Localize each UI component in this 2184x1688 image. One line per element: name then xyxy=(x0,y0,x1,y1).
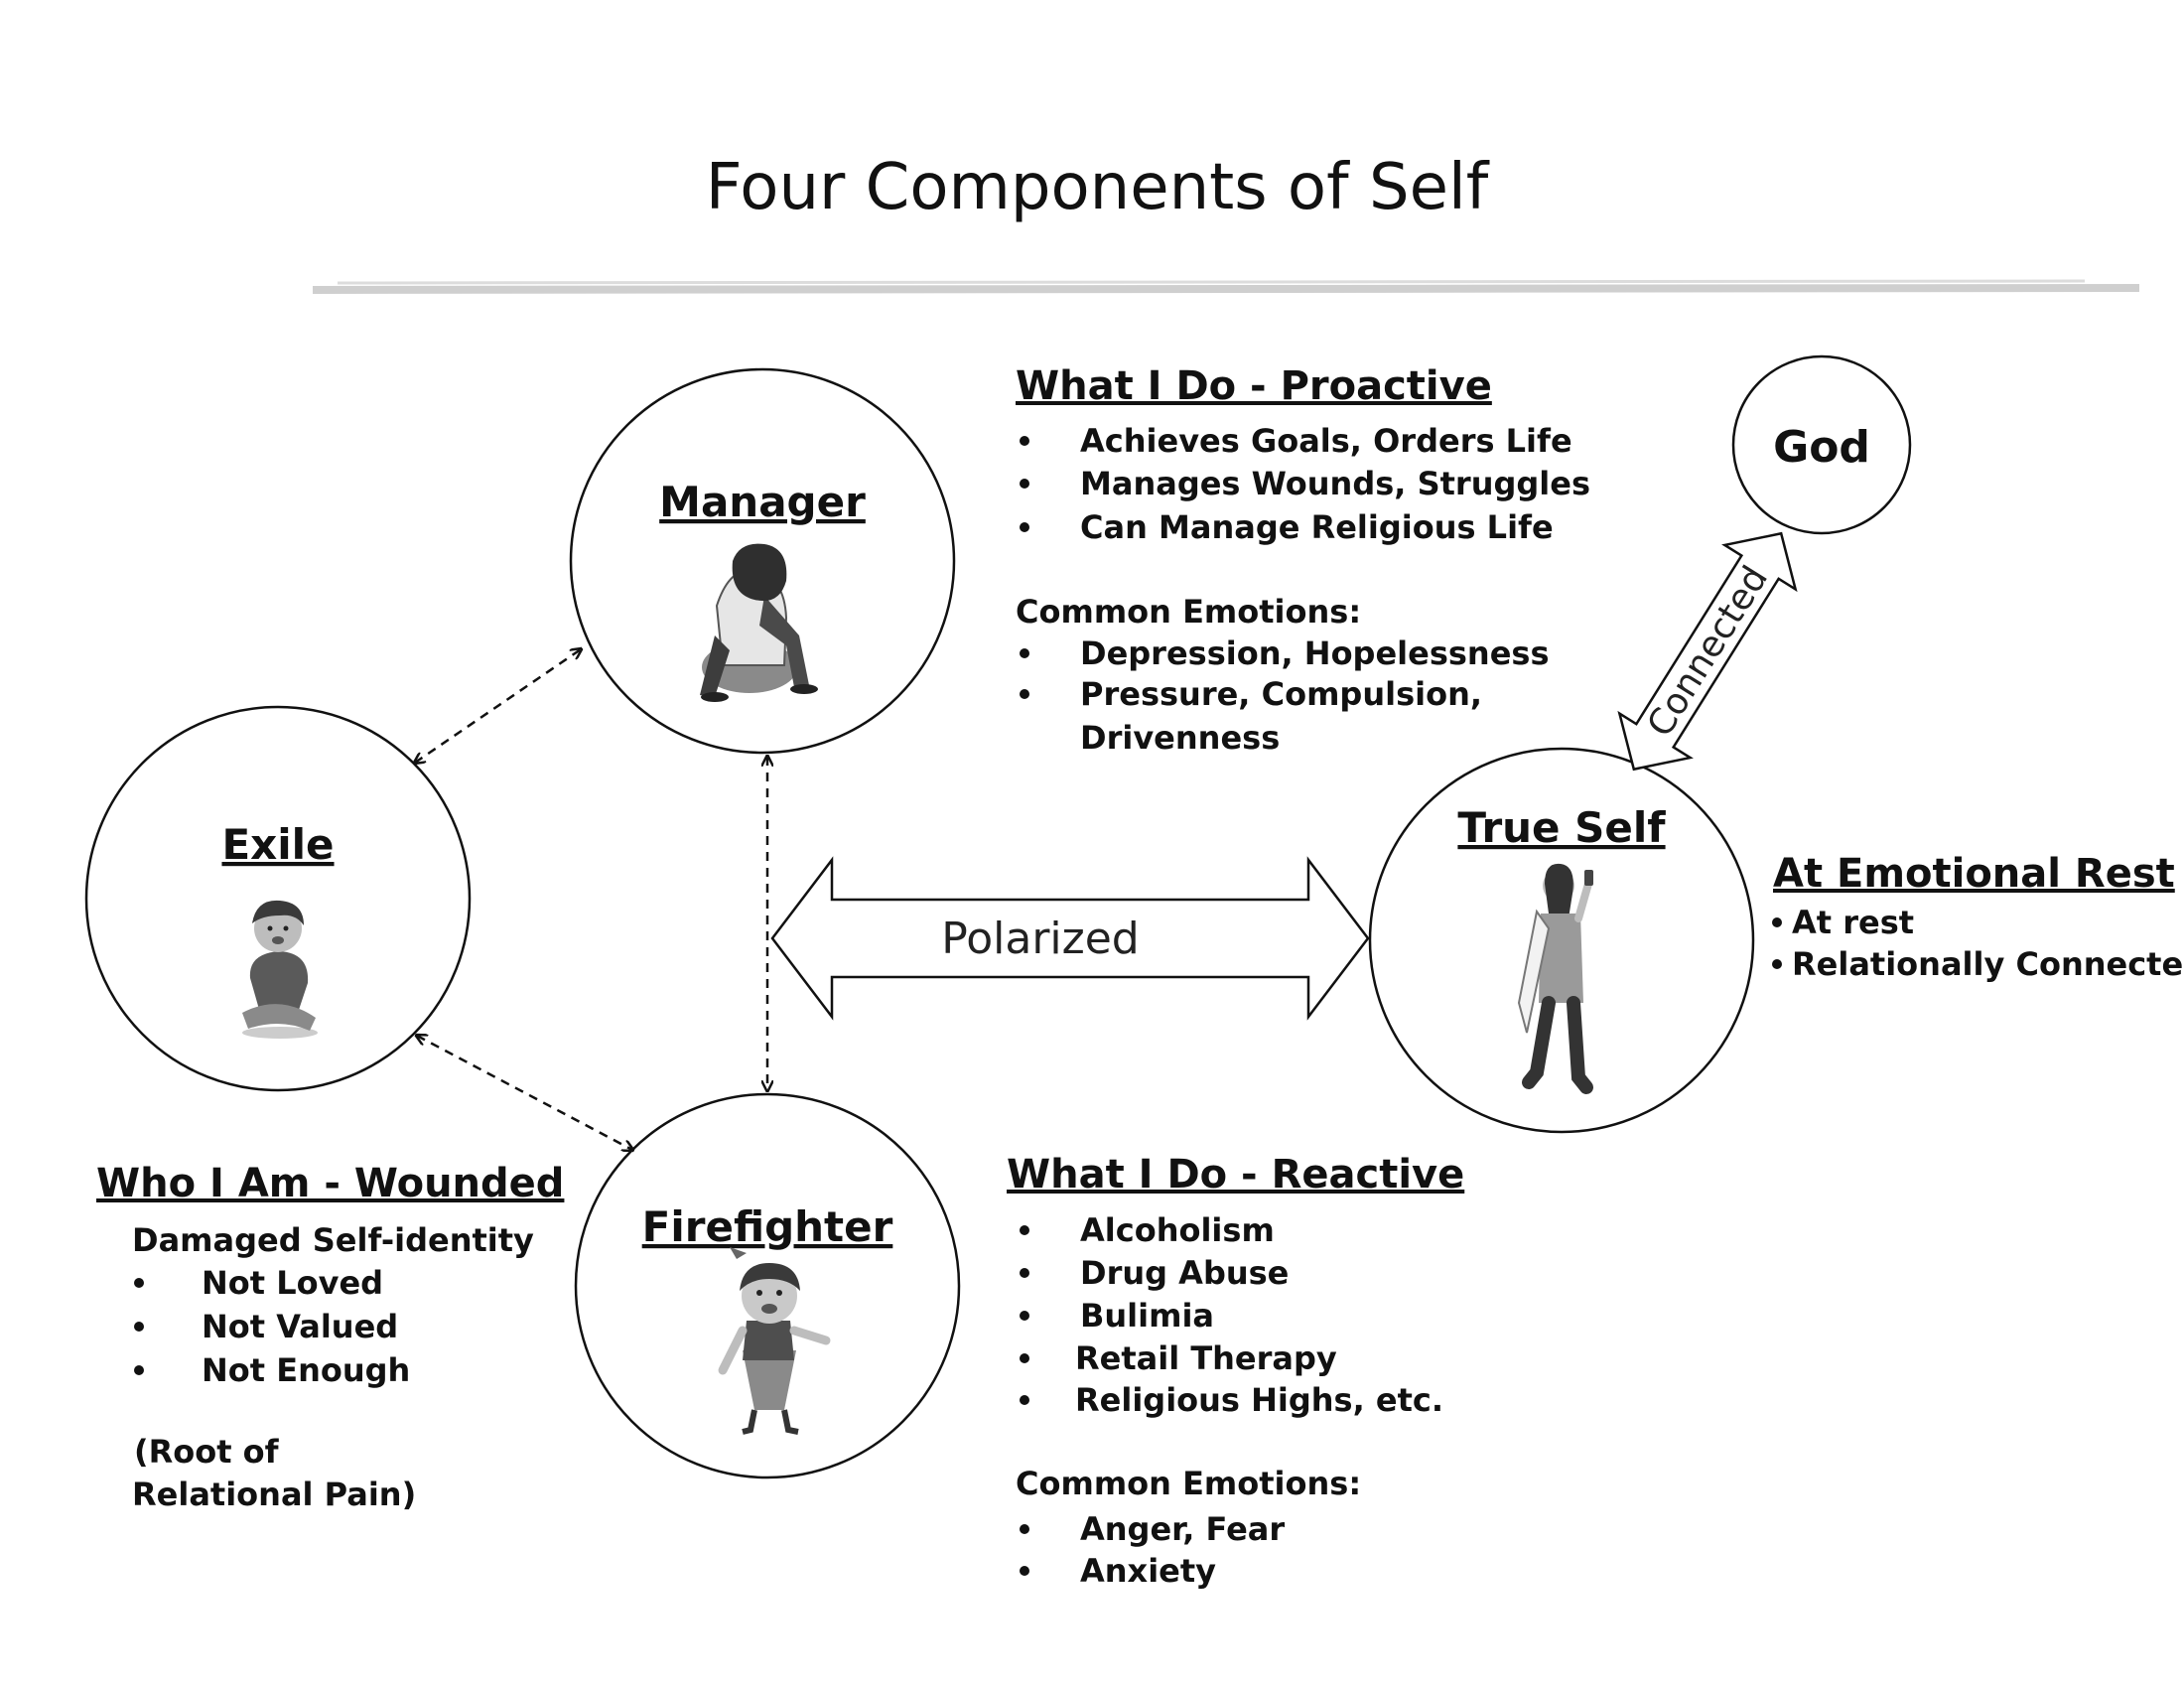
exile-manager-arrow xyxy=(415,649,581,763)
bullet-icon xyxy=(1020,689,1029,699)
manager-emotion: Pressure, Compulsion, xyxy=(1080,675,1482,713)
bullet-icon xyxy=(1020,436,1029,446)
firefighter-label: Firefighter xyxy=(642,1202,893,1251)
bullet-icon xyxy=(134,1322,144,1332)
firefighter-figure-illustration xyxy=(718,1247,831,1435)
bullet-icon xyxy=(1020,1524,1029,1534)
firefighter-item: Religious Highs, etc. xyxy=(1075,1381,1443,1419)
bullet-icon xyxy=(1772,917,1782,927)
bullet-icon xyxy=(1020,1268,1029,1278)
bullet-icon xyxy=(1020,479,1029,489)
bullet-icon xyxy=(134,1365,144,1375)
true-self-panel: At Emotional Rest At rest Relationally C… xyxy=(1772,851,2184,983)
manager-circle xyxy=(569,367,956,755)
true-self-label: True Self xyxy=(1457,803,1666,852)
page-title: Four Components of Self xyxy=(706,151,1490,224)
manager-item: Manages Wounds, Struggles xyxy=(1080,465,1590,502)
exile-note: (Root of xyxy=(134,1433,280,1471)
polarized-arrow xyxy=(770,856,1370,1021)
title-divider xyxy=(313,284,2139,294)
true-self-panel-heading: At Emotional Rest xyxy=(1773,851,2175,897)
bullet-icon xyxy=(1020,522,1029,532)
true-self-item: Relationally Connected xyxy=(1792,945,2184,983)
manager-panel-heading: What I Do - Proactive xyxy=(1016,363,1492,409)
exile-item: Not Valued xyxy=(202,1308,398,1345)
exile-note: Relational Pain) xyxy=(132,1476,416,1513)
true-self-circle xyxy=(1368,747,1755,1134)
connected-arrow xyxy=(1617,531,1798,772)
manager-emotion: Drivenness xyxy=(1080,719,1280,757)
firefighter-item: Drug Abuse xyxy=(1080,1254,1289,1292)
manager-emotion: Depression, Hopelessness xyxy=(1080,634,1550,672)
bullet-icon xyxy=(1020,1353,1029,1363)
bullet-icon xyxy=(1020,1395,1029,1405)
connected-arrow-group: Connected xyxy=(1617,531,1798,772)
bullet-icon xyxy=(1020,1225,1029,1235)
exile-item: Not Loved xyxy=(202,1264,383,1302)
manager-item: Achieves Goals, Orders Life xyxy=(1080,422,1572,460)
firefighter-emotions-heading: Common Emotions: xyxy=(1016,1465,1361,1502)
exile-label: Exile xyxy=(221,820,334,869)
firefighter-emotion: Anxiety xyxy=(1080,1552,1216,1590)
firefighter-panel-heading: What I Do - Reactive xyxy=(1007,1152,1464,1197)
true-self-figure-illustration xyxy=(1517,863,1593,1094)
bullet-icon xyxy=(134,1278,144,1288)
exile-circle xyxy=(84,705,472,1092)
god-circle xyxy=(1731,354,1912,535)
title-divider-stroke xyxy=(337,279,2086,285)
god-label: God xyxy=(1773,422,1870,473)
connected-label: Connected xyxy=(1640,559,1776,744)
manager-emotions-heading: Common Emotions: xyxy=(1016,593,1361,631)
firefighter-circle xyxy=(574,1092,961,1479)
exile-item: Not Enough xyxy=(202,1351,410,1389)
exile-panel: Who I Am - Wounded Damaged Self-identity… xyxy=(96,1161,564,1513)
manager-figure-illustration xyxy=(700,543,818,702)
exile-firefighter-arrow xyxy=(417,1036,632,1150)
firefighter-item: Bulimia xyxy=(1080,1297,1214,1335)
true-self-item: At rest xyxy=(1792,904,1914,941)
firefighter-emotion: Anger, Fear xyxy=(1080,1510,1285,1548)
bullet-icon xyxy=(1772,959,1782,969)
exile-figure-illustration xyxy=(242,900,318,1039)
firefighter-item: Alcoholism xyxy=(1080,1211,1275,1249)
bullet-icon xyxy=(1020,1311,1029,1321)
polarized-label: Polarized xyxy=(941,914,1139,964)
bullet-icon xyxy=(1020,648,1029,658)
exile-subheading: Damaged Self-identity xyxy=(132,1221,534,1259)
exile-panel-heading: Who I Am - Wounded xyxy=(96,1161,564,1206)
firefighter-panel: What I Do - Reactive Alcoholism Drug Abu… xyxy=(1007,1152,1464,1590)
manager-panel: What I Do - Proactive Achieves Goals, Or… xyxy=(1016,363,1590,757)
bullet-icon xyxy=(1020,1566,1029,1576)
manager-item: Can Manage Religious Life xyxy=(1080,508,1554,546)
manager-label: Manager xyxy=(659,478,866,526)
firefighter-item: Retail Therapy xyxy=(1075,1339,1337,1377)
